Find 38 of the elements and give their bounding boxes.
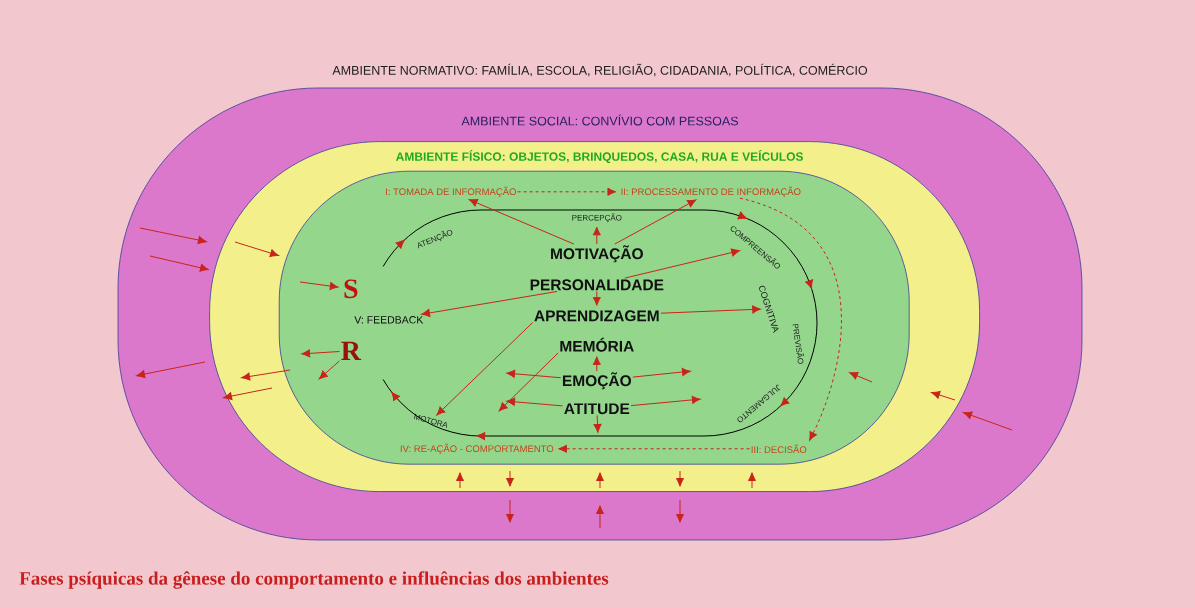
- arrow: [593, 414, 602, 433]
- caption: Fases psíquicas da gênese do comportamento e influências dos ambientes: [19, 571, 609, 589]
- arrow: [468, 198, 575, 245]
- arrow: [624, 248, 741, 279]
- environment-label: AMBIENTE NORMATIVO: FAMÍLIA, ESCOLA, RELIGIÃO, CIDADANIA, POLÍTICA, COMÉRCIO: [332, 63, 868, 77]
- arrow: [498, 352, 559, 412]
- arrow: [558, 444, 751, 453]
- arrow: [660, 305, 761, 314]
- arrow: [436, 322, 534, 416]
- phase-label: I: TOMADA DE INFORMAÇÃO: [386, 186, 516, 197]
- arrow: [614, 199, 697, 245]
- stage-label: PERCEPÇÃO: [572, 213, 622, 223]
- arrow: [506, 369, 562, 379]
- phase-label: II: PROCESSAMENTO DE INFORMAÇÃO: [621, 186, 801, 197]
- concept-word: PERSONALIDADE: [530, 279, 664, 291]
- arrow: [739, 197, 842, 441]
- arrow: [592, 291, 601, 306]
- stimulus-letter: S: [344, 279, 358, 299]
- phase-label: IV: RE-AÇÃO - COMPORTAMENTO: [400, 443, 554, 454]
- arrow: [592, 226, 601, 245]
- arrow: [592, 356, 601, 372]
- stage-label: PREVISÃO: [792, 323, 805, 364]
- concept-word: EMOÇÃO: [562, 372, 631, 390]
- concept-word: APRENDIZAGEM: [534, 310, 659, 322]
- arrow: [517, 187, 617, 196]
- concept-word: ATITUDE: [564, 403, 630, 415]
- concept-word: MEMÓRIA: [560, 337, 634, 352]
- phase-label: III: DECISÃO: [751, 444, 807, 453]
- arrow: [632, 367, 691, 378]
- arrow: [506, 397, 564, 407]
- arrow: [299, 281, 339, 291]
- phase-label: V: FEEDBACK: [354, 316, 424, 324]
- concept-word: MOTIVAÇÃO: [551, 245, 643, 263]
- arrow: [421, 291, 558, 317]
- arrow: [630, 395, 701, 407]
- arrow: [301, 349, 340, 358]
- arrow: [318, 360, 340, 380]
- response-letter: R: [341, 341, 362, 360]
